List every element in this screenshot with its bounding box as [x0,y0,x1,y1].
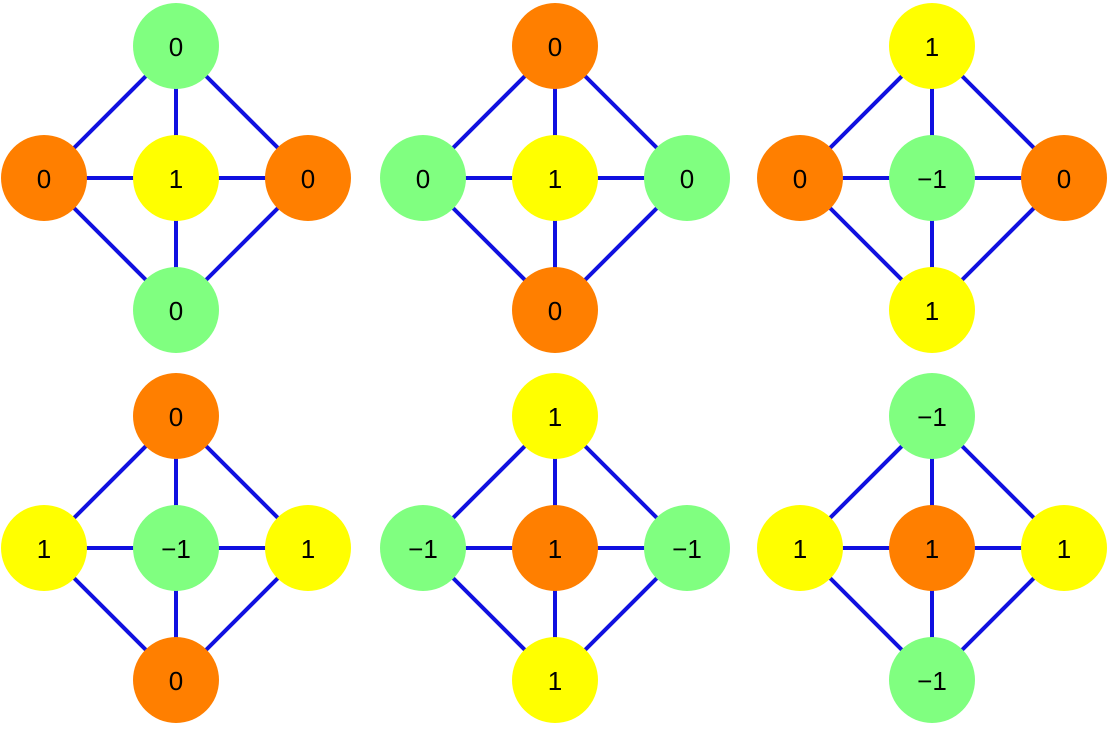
node-circle [512,637,598,723]
node-label: 0 [548,296,562,326]
node-circle [1,505,87,591]
graph-1: 0 0 1 0 0 [1,3,351,353]
node-circle [889,373,975,459]
node-bottom: 0 [133,637,219,723]
node-label: 0 [680,164,694,194]
node-top: 0 [512,3,598,89]
node-label: 0 [169,402,183,432]
node-top: 0 [133,3,219,89]
node-circle [133,505,219,591]
node-label: −1 [672,534,702,564]
node-label: 1 [548,534,562,564]
node-label: −1 [408,534,438,564]
node-circle [889,267,975,353]
node-label: 1 [301,534,315,564]
node-label: 0 [301,164,315,194]
node-label: −1 [917,402,947,432]
node-label: −1 [917,666,947,696]
node-circle [889,135,975,221]
node-left: 0 [757,135,843,221]
node-right: 0 [644,135,730,221]
node-right: 0 [265,135,351,221]
node-circle [889,637,975,723]
node-label: 0 [793,164,807,194]
node-circle [133,637,219,723]
node-bottom: 1 [889,267,975,353]
node-top: 1 [889,3,975,89]
graph-4: 0 1 −1 1 0 [1,373,351,723]
node-label: 0 [1057,164,1071,194]
node-label: 1 [925,534,939,564]
node-center: 1 [512,135,598,221]
node-label: 0 [416,164,430,194]
node-circle [133,135,219,221]
node-left: 0 [1,135,87,221]
node-circle [512,3,598,89]
graph-2: 0 0 1 0 0 [380,3,730,353]
node-circle [1,135,87,221]
node-circle [133,267,219,353]
node-circle [380,505,466,591]
node-circle [889,3,975,89]
node-right: 1 [1021,505,1107,591]
graph-6: −1 1 1 1 −1 [757,373,1107,723]
node-label: −1 [917,164,947,194]
node-left: −1 [380,505,466,591]
node-circle [757,135,843,221]
node-left: 1 [757,505,843,591]
node-label: 0 [169,32,183,62]
node-circle [512,505,598,591]
graph-5: 1 −1 1 −1 1 [380,373,730,723]
node-circle [1021,135,1107,221]
node-label: 1 [548,402,562,432]
node-circle [133,3,219,89]
node-label: 1 [548,666,562,696]
node-label: 1 [793,534,807,564]
node-label: 1 [37,534,51,564]
node-top: −1 [889,373,975,459]
node-center: 1 [512,505,598,591]
node-label: 0 [169,666,183,696]
node-left: 1 [1,505,87,591]
graph-3: 1 0 −1 0 1 [757,3,1107,353]
node-circle [757,505,843,591]
node-label: 1 [925,296,939,326]
node-circle [133,373,219,459]
node-right: −1 [644,505,730,591]
node-label: 1 [1057,534,1071,564]
node-label: 1 [169,164,183,194]
node-left: 0 [380,135,466,221]
node-circle [1021,505,1107,591]
node-top: 0 [133,373,219,459]
node-bottom: 0 [133,267,219,353]
node-bottom: 0 [512,267,598,353]
node-label: 0 [169,296,183,326]
node-label: −1 [161,534,191,564]
node-center: 1 [133,135,219,221]
node-center: −1 [889,135,975,221]
node-label: 1 [925,32,939,62]
node-top: 1 [512,373,598,459]
node-label: 0 [548,32,562,62]
node-circle [512,373,598,459]
node-circle [265,505,351,591]
node-right: 0 [1021,135,1107,221]
node-circle [512,135,598,221]
node-circle [644,135,730,221]
node-circle [265,135,351,221]
node-circle [644,505,730,591]
node-center: −1 [133,505,219,591]
node-circle [889,505,975,591]
node-center: 1 [889,505,975,591]
node-bottom: −1 [889,637,975,723]
node-label: 1 [548,164,562,194]
node-circle [380,135,466,221]
node-right: 1 [265,505,351,591]
node-bottom: 1 [512,637,598,723]
node-circle [512,267,598,353]
node-label: 0 [37,164,51,194]
